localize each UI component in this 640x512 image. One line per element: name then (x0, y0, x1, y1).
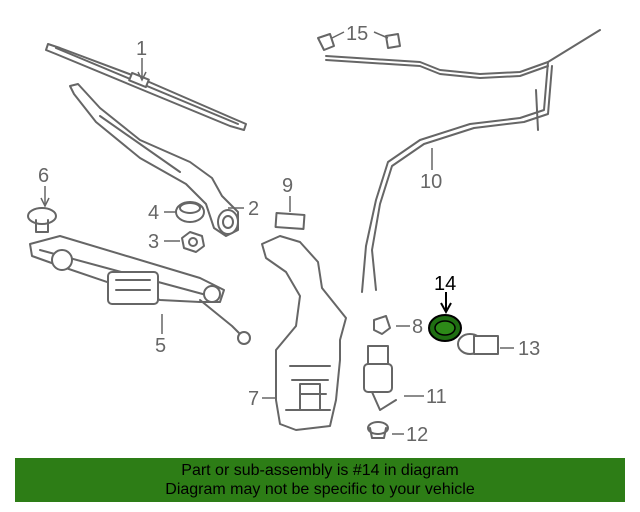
callout-13[interactable]: 13 (518, 338, 540, 360)
parts-diagram: 1 2 4 3 6 5 (27, 23, 601, 446)
part-3-nut[interactable] (181, 231, 205, 253)
part-11-washer-pump[interactable] (363, 345, 397, 411)
leader-arrow-1 (137, 71, 147, 82)
callout-8[interactable]: 8 (412, 316, 423, 338)
part-8-grommet[interactable] (373, 315, 391, 335)
callout-6[interactable]: 6 (38, 165, 49, 187)
callout-5[interactable]: 5 (155, 335, 166, 357)
callout-7[interactable]: 7 (248, 388, 259, 410)
callout-1[interactable]: 1 (136, 38, 147, 60)
part-2-wiper-arm[interactable] (69, 83, 239, 237)
part-14-highlighted-seal[interactable] (428, 314, 462, 342)
callout-2[interactable]: 2 (248, 198, 259, 220)
callout-11[interactable]: 11 (426, 386, 447, 408)
callout-9[interactable]: 9 (282, 175, 293, 197)
part-7-washer-reservoir[interactable] (261, 235, 347, 431)
leader-arrow-14 (440, 302, 452, 315)
callout-4[interactable]: 4 (148, 202, 159, 224)
highlight-banner: Part or sub-assembly is #14 in diagram D… (15, 458, 625, 502)
leader-arrow-6 (40, 197, 50, 208)
part-10-washer-hoses[interactable] (325, 29, 601, 293)
callout-10[interactable]: 10 (420, 171, 442, 193)
part-13-level-sensor[interactable] (457, 333, 499, 355)
part-4-cap[interactable] (175, 201, 205, 223)
callout-14[interactable]: 14 (434, 273, 456, 295)
part-5-wiper-linkage[interactable] (29, 235, 251, 345)
part-1-wiper-blade[interactable] (45, 43, 247, 131)
part-9-label[interactable] (274, 212, 306, 230)
callout-3[interactable]: 3 (148, 231, 159, 253)
part-15-nozzles[interactable] (317, 33, 401, 51)
callout-12[interactable]: 12 (406, 424, 428, 446)
banner-line-1: Part or sub-assembly is #14 in diagram (181, 462, 459, 479)
banner-line-2: Diagram may not be specific to your vehi… (165, 481, 475, 498)
part-6-grommet[interactable] (27, 207, 57, 233)
part-12-seal[interactable] (367, 421, 389, 439)
callout-15[interactable]: 15 (346, 23, 368, 45)
leader-line-15 (331, 31, 389, 39)
